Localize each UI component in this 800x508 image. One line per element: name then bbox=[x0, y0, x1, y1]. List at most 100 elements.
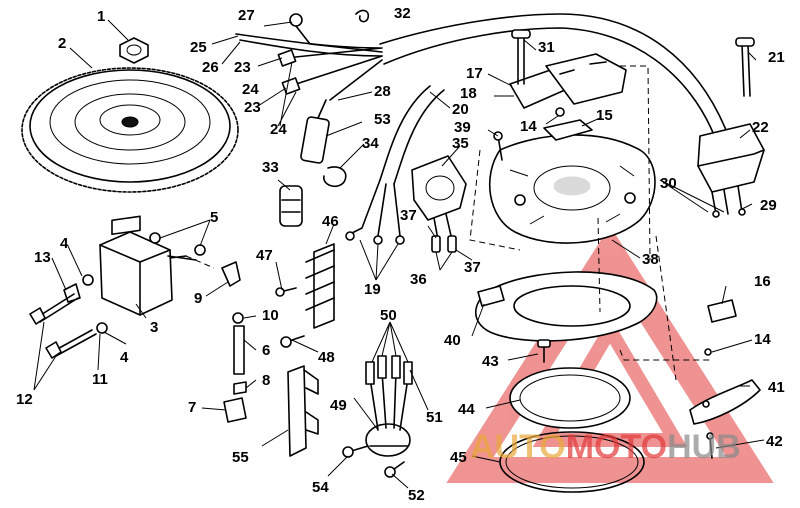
callout-9: 9 bbox=[194, 290, 202, 307]
callout-labels: 1 2 3 4 4 5 6 7 8 9 10 11 12 13 14 14 15… bbox=[16, 5, 785, 504]
callout-25: 25 bbox=[190, 39, 207, 56]
callout-32: 32 bbox=[394, 5, 411, 22]
callout-4-upper: 4 bbox=[60, 235, 69, 252]
watermark-text-moto: MOTO bbox=[566, 428, 667, 466]
callout-22: 22 bbox=[752, 119, 769, 136]
callout-31: 31 bbox=[538, 39, 555, 56]
part-condenser-53 bbox=[300, 99, 330, 164]
callout-5: 5 bbox=[210, 209, 218, 226]
callout-27: 27 bbox=[238, 7, 255, 24]
part-flywheel bbox=[21, 67, 239, 193]
leader-lines bbox=[33, 19, 765, 489]
callout-47: 47 bbox=[256, 247, 273, 264]
part-screw-43 bbox=[537, 339, 551, 363]
part-resistor-33 bbox=[279, 185, 303, 227]
callout-44: 44 bbox=[458, 401, 475, 418]
callout-24-upper: 24 bbox=[242, 81, 259, 98]
callout-39: 39 bbox=[454, 119, 471, 136]
callout-29: 29 bbox=[760, 197, 777, 214]
callout-48: 48 bbox=[318, 349, 335, 366]
callout-3: 3 bbox=[150, 319, 158, 336]
callout-52: 52 bbox=[408, 487, 425, 504]
callout-21: 21 bbox=[768, 49, 785, 66]
callout-55: 55 bbox=[232, 449, 249, 466]
callout-18: 18 bbox=[460, 85, 477, 102]
part-cam-follower bbox=[704, 299, 737, 356]
part-stator-plate bbox=[488, 134, 656, 244]
callout-37-lower: 37 bbox=[464, 259, 481, 276]
callout-23-upper: 23 bbox=[234, 59, 251, 76]
part-leads-19 bbox=[345, 179, 405, 245]
part-screws-47-48 bbox=[275, 287, 305, 348]
callout-37-upper: 37 bbox=[400, 207, 417, 224]
callout-36: 36 bbox=[410, 271, 427, 288]
part-screws-left bbox=[29, 274, 108, 359]
svg-text:AUTOMOTOHUB: AUTOMOTOHUB bbox=[470, 428, 741, 466]
callout-24-lower: 24 bbox=[270, 121, 287, 138]
part-plug-fittings bbox=[221, 261, 247, 423]
callout-20: 20 bbox=[452, 101, 469, 118]
callout-49: 49 bbox=[330, 397, 347, 414]
part-screw-31 bbox=[511, 29, 531, 85]
part-throttle-cam bbox=[689, 379, 761, 425]
callout-53: 53 bbox=[374, 111, 391, 128]
callout-45: 45 bbox=[450, 449, 467, 466]
callout-51: 51 bbox=[426, 409, 443, 426]
callout-17: 17 bbox=[466, 65, 483, 82]
part-terminal-block bbox=[305, 243, 335, 329]
callout-4-lower: 4 bbox=[120, 349, 129, 366]
callout-28: 28 bbox=[374, 83, 391, 100]
callout-8: 8 bbox=[262, 372, 270, 389]
part-screws-52-54 bbox=[342, 445, 405, 478]
callout-50: 50 bbox=[380, 307, 397, 324]
callout-7: 7 bbox=[188, 399, 196, 416]
watermark-text-auto: AUTO bbox=[470, 428, 566, 466]
callout-16: 16 bbox=[754, 273, 771, 290]
callout-14-upper: 14 bbox=[520, 118, 537, 135]
callout-11: 11 bbox=[92, 371, 108, 388]
callout-19: 19 bbox=[364, 281, 381, 298]
part-charge-coil bbox=[411, 155, 467, 253]
callout-1: 1 bbox=[97, 8, 105, 25]
callout-6: 6 bbox=[262, 342, 270, 359]
part-sensor-assembly bbox=[509, 53, 627, 141]
part-bracket-55 bbox=[287, 365, 319, 457]
callout-41: 41 bbox=[768, 379, 785, 396]
callout-10: 10 bbox=[262, 307, 279, 324]
callout-54: 54 bbox=[312, 479, 329, 496]
callout-34: 34 bbox=[362, 135, 379, 152]
watermark-text-hub: HUB bbox=[667, 428, 741, 466]
callout-35: 35 bbox=[452, 135, 469, 152]
callout-13: 13 bbox=[34, 249, 51, 266]
callout-12: 12 bbox=[16, 391, 33, 408]
part-timer-base bbox=[697, 123, 765, 218]
callout-38: 38 bbox=[642, 251, 659, 268]
assembly-lines bbox=[185, 65, 710, 381]
part-ignition-coil bbox=[99, 215, 187, 316]
callout-42: 42 bbox=[766, 433, 783, 450]
callout-14-lower: 14 bbox=[754, 331, 771, 348]
callout-30: 30 bbox=[660, 175, 677, 192]
part-main-cable bbox=[379, 13, 731, 185]
part-clip bbox=[355, 9, 370, 23]
part-rectifier bbox=[365, 355, 413, 457]
part-nut bbox=[119, 37, 149, 64]
callout-33: 33 bbox=[262, 159, 279, 176]
watermark-text: AUTOMOTOHUB bbox=[470, 428, 741, 466]
part-wiring-harness bbox=[235, 13, 383, 101]
part-wire-34 bbox=[323, 166, 347, 188]
callout-2: 2 bbox=[58, 35, 66, 52]
part-retainer-plate bbox=[475, 271, 658, 342]
part-ring-44 bbox=[509, 367, 631, 429]
callout-26: 26 bbox=[202, 59, 219, 76]
callout-23-lower: 23 bbox=[244, 99, 261, 116]
watermark-triangle bbox=[446, 225, 774, 483]
part-screw-21 bbox=[735, 37, 755, 97]
callout-43: 43 bbox=[482, 353, 499, 370]
callout-15: 15 bbox=[596, 107, 613, 124]
part-screw-42 bbox=[706, 432, 714, 459]
callout-40: 40 bbox=[444, 332, 461, 349]
callout-46: 46 bbox=[322, 213, 339, 230]
